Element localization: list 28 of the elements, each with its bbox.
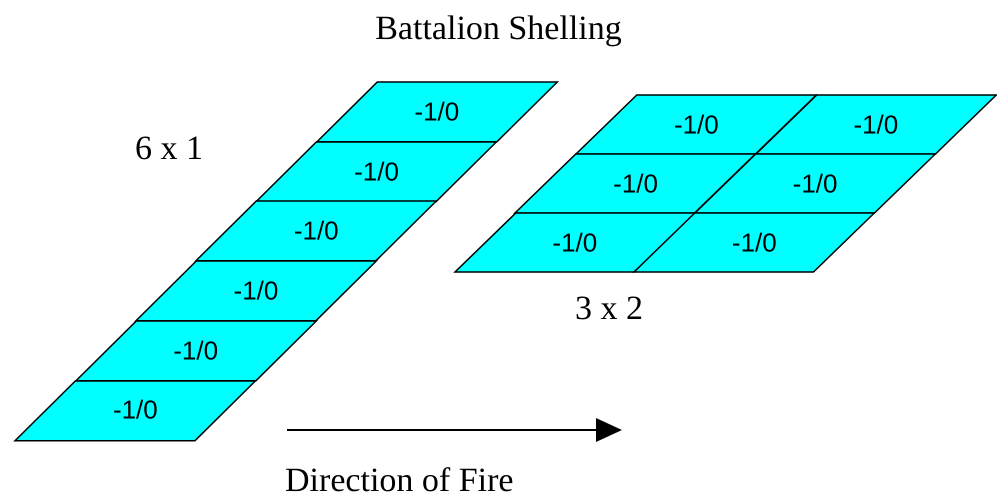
- target-cell: [256, 142, 497, 202]
- direction-label: Direction of Fire: [285, 462, 514, 500]
- target-cell: [756, 95, 996, 154]
- diagram-title: Battalion Shelling: [374, 10, 623, 48]
- target-cell: [454, 213, 695, 272]
- target-cell: [196, 201, 436, 262]
- cell-value: -1/0: [172, 335, 220, 366]
- target-cell: [634, 213, 874, 272]
- target-cell: [136, 261, 376, 321]
- cell-value: -1/0: [112, 394, 159, 426]
- target-cell: [15, 380, 256, 440]
- cell-value: -1/0: [672, 109, 720, 140]
- grid-size-label: 6 x 1: [135, 130, 203, 168]
- target-cell: [316, 82, 557, 142]
- target-cell: [576, 95, 816, 154]
- cell-value: -1/0: [353, 156, 400, 188]
- grid-size-label: 3 x 2: [575, 290, 643, 328]
- cell-value: -1/0: [551, 227, 598, 258]
- cell-value: -1/0: [292, 216, 340, 247]
- cell-value: -1/0: [730, 227, 778, 258]
- cell-value: -1/0: [852, 109, 900, 140]
- cell-value: -1/0: [232, 275, 280, 306]
- target-cell: [694, 154, 936, 213]
- target-cell: [76, 320, 316, 380]
- cell-value: -1/0: [612, 168, 659, 199]
- target-cell: [515, 154, 756, 213]
- cell-value: -1/0: [413, 96, 460, 128]
- cell-value: -1/0: [792, 168, 838, 199]
